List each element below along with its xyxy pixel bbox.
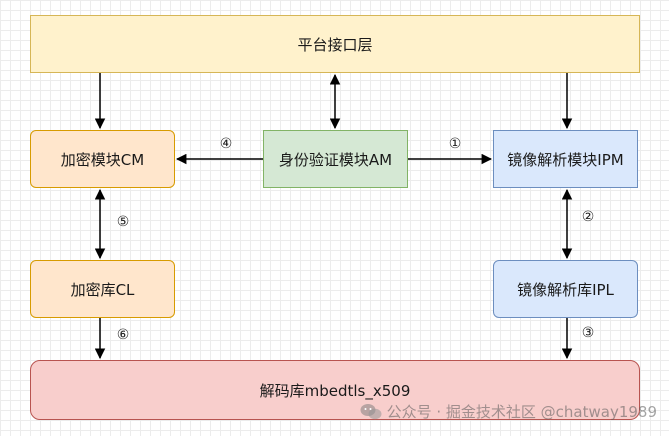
- node-am-label: 身份验证模块AM: [278, 150, 393, 169]
- node-image-parsing-module: 镜像解析模块IPM: [493, 130, 638, 188]
- edge-label-6: ⑥: [116, 327, 130, 343]
- edge-label-2: ②: [581, 209, 595, 225]
- node-image-parsing-library: 镜像解析库IPL: [493, 260, 638, 318]
- node-platform-interface-layer: 平台接口层: [30, 15, 640, 73]
- node-decoding-library: 解码库mbedtls_x509: [30, 360, 640, 420]
- node-cl-label: 加密库CL: [70, 280, 135, 299]
- node-encryption-module: 加密模块CM: [30, 130, 175, 188]
- watermark-text: 公众号 · 掘金技术社区 @chatway1989: [386, 403, 657, 421]
- node-cm-label: 加密模块CM: [60, 150, 145, 169]
- wechat-icon: [360, 403, 382, 421]
- edge-label-3: ③: [581, 325, 595, 341]
- edge-label-1: ①: [448, 136, 462, 152]
- edge-label-4: ④: [219, 136, 233, 152]
- watermark: 公众号 · 掘金技术社区 @chatway1989: [360, 401, 657, 422]
- node-encryption-library: 加密库CL: [30, 260, 175, 318]
- node-ipm-label: 镜像解析模块IPM: [507, 150, 624, 169]
- edge-label-5: ⑤: [116, 214, 130, 230]
- node-authentication-module: 身份验证模块AM: [263, 130, 408, 188]
- node-lib-label: 解码库mbedtls_x509: [259, 381, 411, 400]
- node-platform-label: 平台接口层: [297, 35, 373, 54]
- node-ipl-label: 镜像解析库IPL: [517, 280, 614, 299]
